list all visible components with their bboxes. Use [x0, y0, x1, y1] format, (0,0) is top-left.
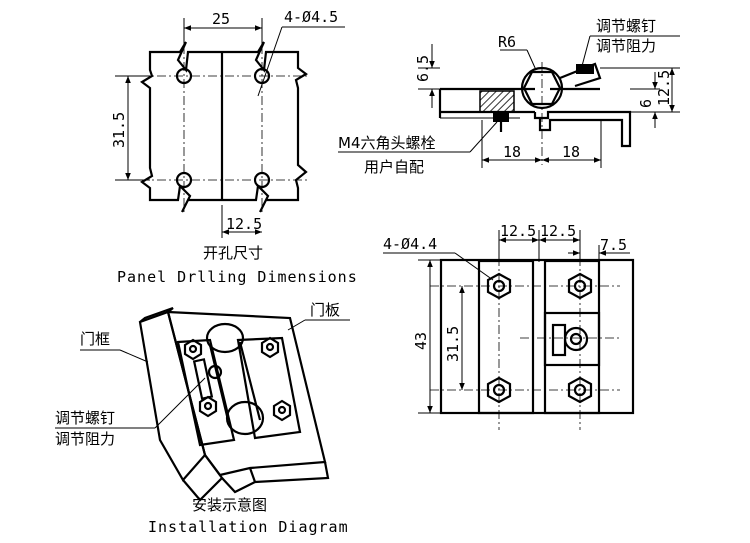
side-adjust-resist: 调节阻力 [596, 37, 656, 55]
install-bolt [183, 338, 203, 361]
install-bolt [260, 336, 280, 359]
dim-6: 6 [637, 99, 655, 108]
dim-left: 31.5 [110, 112, 128, 148]
drill-hole [253, 171, 271, 189]
install-caption-cn: 安装示意图 [192, 496, 267, 514]
top-dim-31-5: 31.5 [444, 326, 462, 362]
hex-nut [522, 70, 562, 106]
top-dim-7-5: 7.5 [600, 236, 627, 254]
panel-drilling-view: 25 4-Ø4.5 31.5 12.5 开孔尺寸 Panel Drlling D… [110, 8, 358, 286]
install-adjust-resist: 调节阻力 [55, 430, 115, 448]
drill-hole [175, 67, 193, 85]
top-dim-43: 43 [412, 332, 430, 350]
dim-bottom: 12.5 [226, 215, 262, 233]
panel-caption-en: Panel Drlling Dimensions [117, 268, 358, 286]
hinge-leaf-left [477, 259, 535, 415]
radius-label: R6 [498, 33, 516, 51]
dim-top: 25 [212, 10, 230, 28]
install-bolt [272, 399, 292, 422]
install-bolt [198, 395, 218, 418]
top-view-outline [439, 258, 635, 415]
install-adjust-screw: 调节螺钉 [55, 409, 115, 427]
panel-label: 门板 [310, 301, 340, 319]
panel-outline [140, 41, 308, 213]
pivot-block [543, 311, 601, 367]
top-dim-12-5-right: 12.5 [540, 222, 576, 240]
bolt-hex [567, 376, 593, 404]
side-view: R6 调节螺钉 调节阻力 6.5 6 12.5 18 18 M4六角头螺栓 用户… [338, 17, 680, 176]
top-holes-label: 4-Ø4.4 [383, 235, 437, 253]
bolt-label: M4六角头螺栓 [338, 134, 436, 152]
install-caption-en: Installation Diagram [148, 518, 349, 536]
hatched-block [479, 90, 515, 113]
dim-12-5: 12.5 [655, 70, 673, 106]
frame-label: 门框 [80, 330, 110, 348]
drill-hole [175, 171, 193, 189]
user-supplied-label: 用户自配 [364, 158, 424, 176]
bolt-hex [486, 376, 512, 404]
hinge-leaf-right [533, 110, 632, 148]
top-dim-12-5-left: 12.5 [500, 222, 536, 240]
install-leaf-right [236, 336, 302, 440]
panel-caption-cn: 开孔尺寸 [203, 244, 263, 262]
dim-18-right: 18 [562, 143, 580, 161]
dim-18-left: 18 [503, 143, 521, 161]
door-frame [138, 310, 207, 482]
bolt-hex [486, 272, 512, 300]
holes-label: 4-Ø4.5 [284, 8, 338, 26]
install-knuckle-top [205, 322, 245, 354]
dim-6-5: 6.5 [414, 55, 432, 82]
side-adjust-screw: 调节螺钉 [596, 17, 656, 35]
installation-view: 门框 门板 调节螺钉 调节阻力 安装示意图 Installation Diagr… [55, 301, 350, 536]
bolt-hex [567, 272, 593, 300]
pivot-screw [563, 326, 589, 352]
top-view: 4-Ø4.4 12.5 12.5 7.5 43 31.5 [383, 222, 635, 430]
install-leaf-left [176, 338, 236, 447]
